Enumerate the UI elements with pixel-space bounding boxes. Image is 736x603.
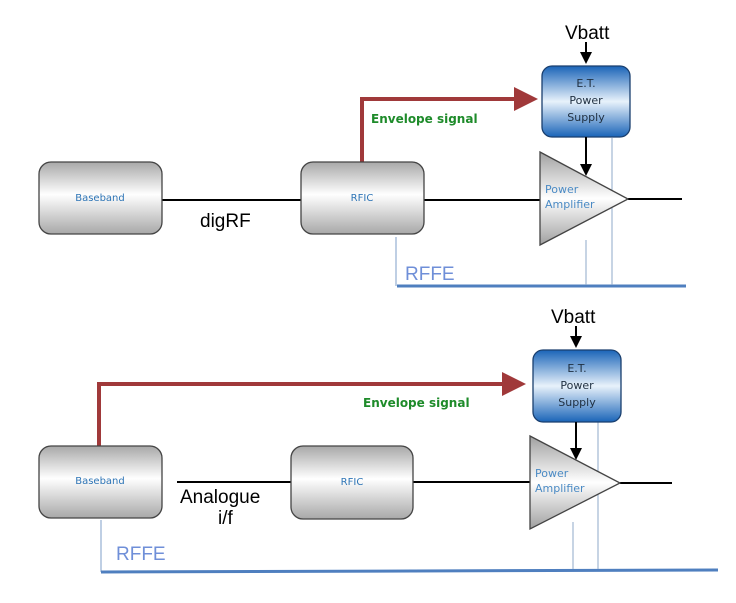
rffe-label: RFFE	[116, 544, 166, 565]
bottom-diagram: Envelope signal Baseband Analogue i/f RF…	[38, 307, 719, 574]
et-supply-line-1: E.T.	[567, 362, 586, 375]
pa-label-line-1: Power	[535, 467, 569, 480]
et-supply-line-3: Supply	[558, 396, 596, 409]
et-supply-line-1: E.T.	[576, 77, 595, 90]
power-amplifier-block: Power Amplifier	[539, 150, 630, 247]
power-amplifier-block: Power Amplifier	[529, 434, 622, 531]
pa-label-line-2: Amplifier	[545, 198, 595, 211]
rfic-block: RFIC	[300, 161, 425, 235]
analogue-if-label-line-2: i/f	[218, 508, 234, 529]
baseband-label: Baseband	[75, 193, 125, 204]
et-power-supply-block: E.T. Power Supply	[541, 65, 631, 138]
digrf-label: digRF	[200, 211, 251, 232]
envelope-signal-arrow	[97, 372, 526, 446]
pa-label-line-1: Power	[545, 183, 579, 196]
rffe-label: RFFE	[405, 264, 455, 285]
envelope-signal-label: Envelope signal	[371, 112, 478, 126]
envelope-signal-label: Envelope signal	[363, 396, 470, 410]
envelope-signal-arrow	[360, 87, 538, 162]
vbatt-label: Vbatt	[565, 23, 610, 44]
et-supply-line-3: Supply	[567, 111, 605, 124]
rfic-label: RFIC	[351, 193, 374, 204]
rfic-label: RFIC	[341, 477, 364, 488]
rffe-boundary-line	[100, 568, 719, 574]
baseband-label: Baseband	[75, 476, 125, 487]
top-diagram: Envelope signal Baseband digRF RFIC Vbat…	[38, 23, 686, 288]
et-power-supply-block: E.T. Power Supply	[532, 349, 622, 423]
pa-label-line-2: Amplifier	[535, 482, 585, 495]
analogue-if-label-line-1: Analogue	[180, 487, 260, 508]
baseband-block: Baseband	[38, 445, 163, 519]
vbatt-label: Vbatt	[551, 307, 596, 328]
baseband-block: Baseband	[38, 161, 163, 235]
et-supply-line-2: Power	[560, 379, 594, 392]
rfic-block: RFIC	[290, 445, 414, 520]
et-supply-line-2: Power	[569, 94, 603, 107]
